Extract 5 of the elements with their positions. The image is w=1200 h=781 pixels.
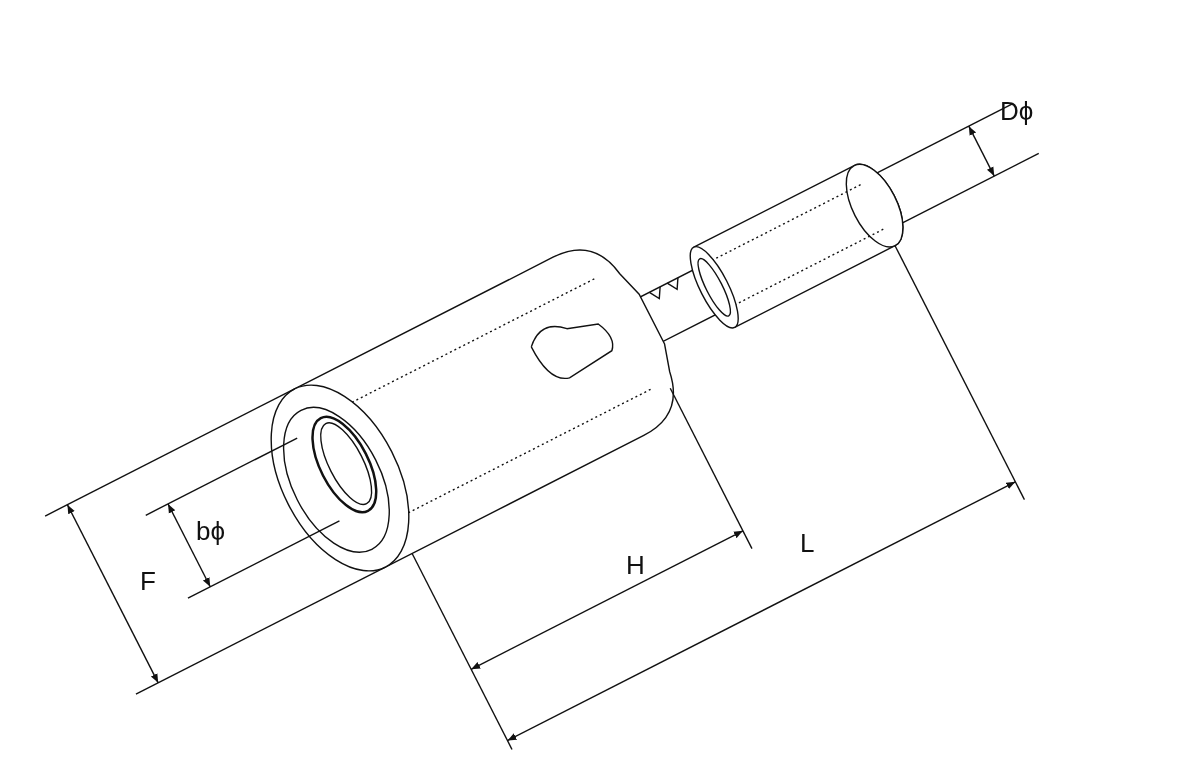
dimension-label: Dϕ xyxy=(1000,98,1034,124)
dimension-label: H xyxy=(626,552,645,578)
dimension-label: F xyxy=(140,568,156,594)
dimension-label: L xyxy=(800,530,815,556)
dimension-label: bϕ xyxy=(196,518,226,544)
